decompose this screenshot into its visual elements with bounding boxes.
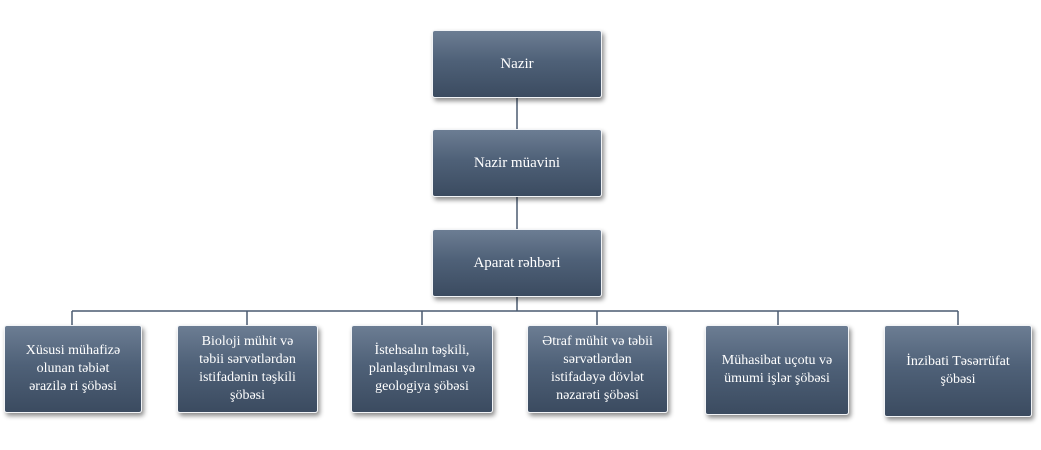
node-department-label: Bioloji mühit və təbii sərvətlərdən isti… <box>199 333 296 404</box>
node-minister: Nazir <box>432 30 602 98</box>
node-department-label: İnzibati Təsərrüfat şöbəsi <box>906 353 1010 387</box>
node-department-label: Mühasibat uçotu və ümumi işlər şöbəsi <box>721 352 833 386</box>
node-department-label: Ətraf mühit və təbii sərvətlərdən istifa… <box>542 333 653 404</box>
node-deputy-minister: Nazir müavini <box>432 129 602 197</box>
node-deputy-minister-label: Nazir müavini <box>473 154 561 171</box>
node-minister-label: Nazir <box>500 55 534 72</box>
node-department-accounting: Mühasibat uçotu və ümumi işlər şöbəsi <box>705 325 849 415</box>
node-chief-of-staff-label: Aparat rəhbəri <box>473 254 561 271</box>
node-department-production-planning: İstehsalın təşkili, planlaşdırılması və … <box>351 325 493 413</box>
node-department-administration: İnzibati Təsərrüfat şöbəsi <box>884 325 1032 417</box>
node-department-state-control: Ətraf mühit və təbii sərvətlərdən istifa… <box>527 325 668 413</box>
node-department-label: Xüsusi mühafizə olunan təbiət ərazilə ri… <box>25 342 121 395</box>
node-department-biological-environment: Bioloji mühit və təbii sərvətlərdən isti… <box>177 325 318 413</box>
node-department-protected-areas: Xüsusi mühafizə olunan təbiət ərazilə ri… <box>4 325 142 413</box>
node-department-label: İstehsalın təşkili, planlaşdırılması və … <box>368 342 476 395</box>
node-chief-of-staff: Aparat rəhbəri <box>432 229 602 297</box>
